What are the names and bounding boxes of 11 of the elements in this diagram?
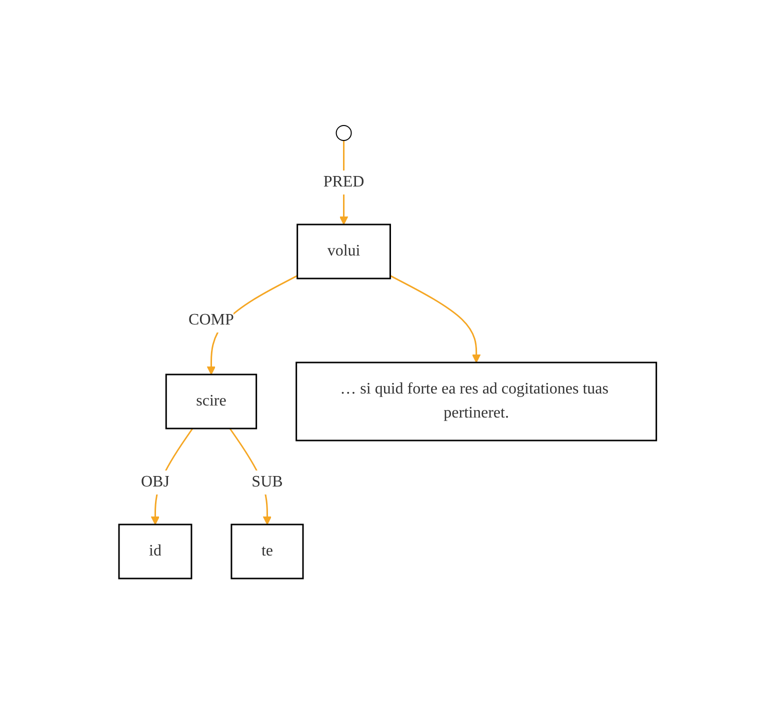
- node-box: volui: [296, 224, 391, 280]
- edge-label: OBJ: [140, 474, 170, 490]
- arrow: [390, 275, 481, 363]
- edge-label: SUB: [251, 474, 283, 490]
- node-circle: [336, 125, 352, 141]
- node-box: te: [230, 524, 304, 580]
- node-box: id: [118, 524, 192, 580]
- edge-label: COMP: [188, 312, 234, 328]
- node-box: … si quid forte ea res ad cogitationes tuas pertineret.: [295, 362, 657, 442]
- edge-label: PRED: [323, 174, 364, 190]
- node-box: scire: [165, 374, 257, 430]
